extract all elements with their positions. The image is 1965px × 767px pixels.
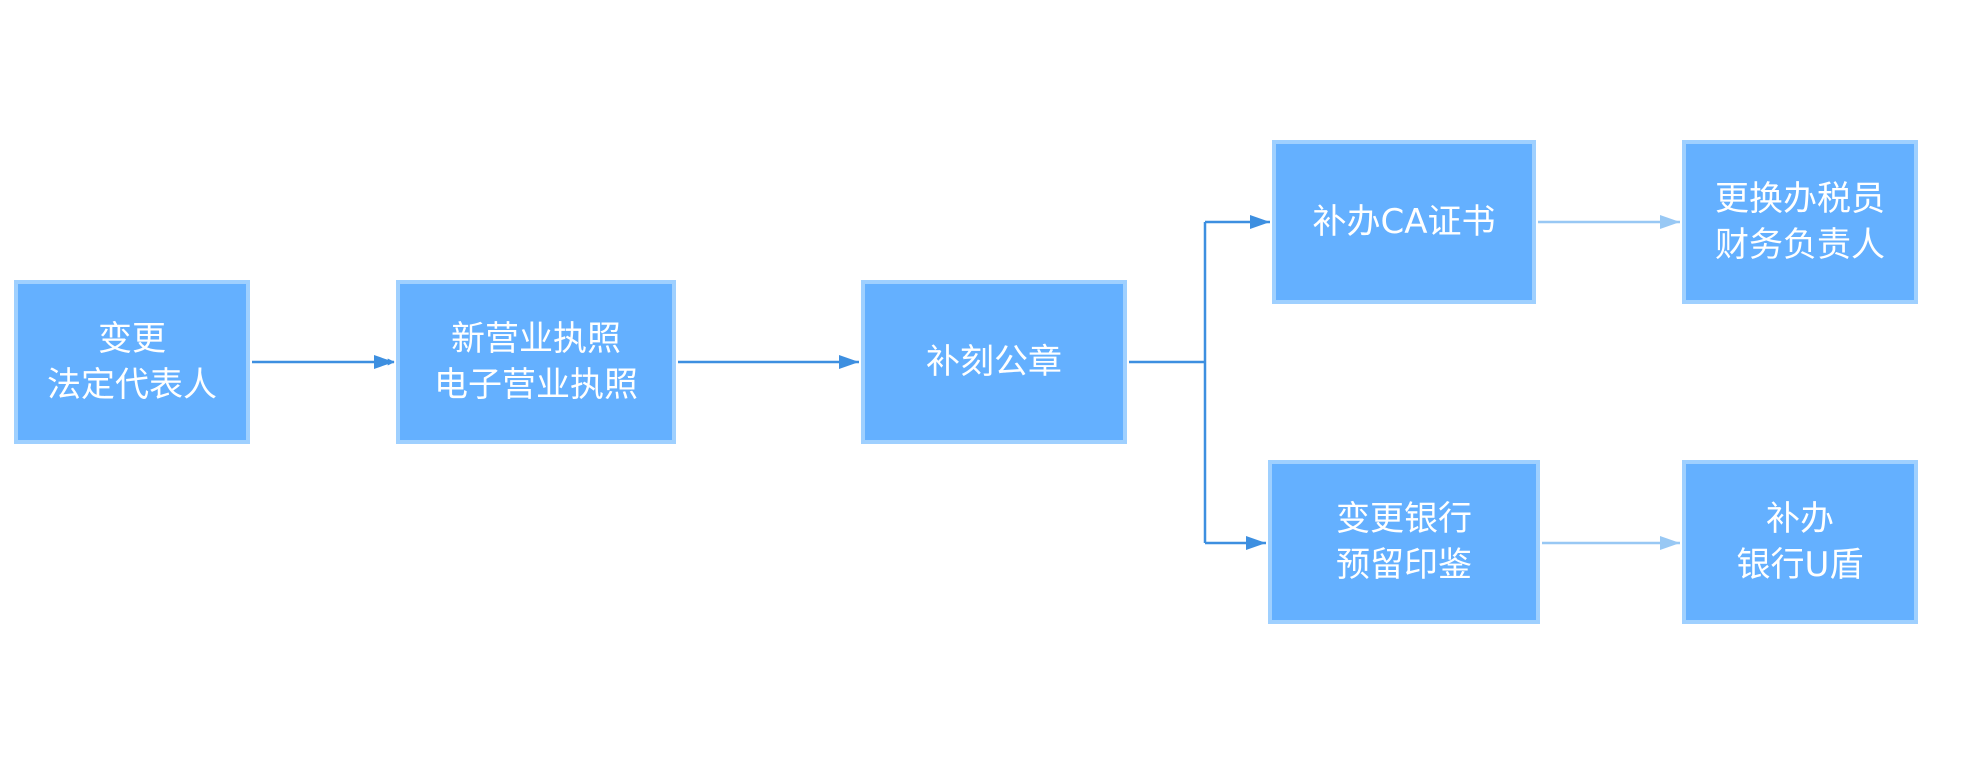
node-label-line: 财务负责人 bbox=[1715, 225, 1885, 265]
node-recarve-official-seal: 补刻公章 bbox=[861, 280, 1127, 444]
node-label-line: 变更银行 bbox=[1336, 499, 1472, 539]
node-change-bank-reserved-seal: 变更银行 预留印鉴 bbox=[1268, 460, 1540, 624]
node-new-business-license: 新营业执照 电子营业执照 bbox=[396, 280, 676, 444]
node-label-line: 补办 bbox=[1766, 499, 1834, 539]
node-reissue-bank-ukey: 补办 银行U盾 bbox=[1682, 460, 1918, 624]
arrowhead-to-tax-staff bbox=[1660, 215, 1680, 229]
arrowhead-to-license bbox=[374, 355, 394, 369]
node-label-line: 变更 bbox=[98, 319, 166, 359]
node-label-line: 法定代表人 bbox=[47, 365, 217, 405]
node-label-line: 补刻公章 bbox=[926, 342, 1062, 382]
arrowhead-to-seal bbox=[839, 355, 859, 369]
node-label-line: 预留印鉴 bbox=[1336, 545, 1472, 585]
node-label-line: 电子营业执照 bbox=[434, 365, 638, 405]
node-label-line: 补办CA证书 bbox=[1312, 202, 1496, 242]
node-label-line: 新营业执照 bbox=[451, 319, 621, 359]
arrowhead-to-bank-seal bbox=[1246, 536, 1266, 550]
node-change-legal-representative: 变更 法定代表人 bbox=[14, 280, 250, 444]
node-label-line: 更换办税员 bbox=[1715, 179, 1885, 219]
arrowhead-to-ca bbox=[1250, 215, 1270, 229]
node-reissue-ca-certificate: 补办CA证书 bbox=[1272, 140, 1536, 304]
node-change-tax-staff-finance-lead: 更换办税员 财务负责人 bbox=[1682, 140, 1918, 304]
node-label-line: 银行U盾 bbox=[1736, 545, 1864, 585]
arrowhead-to-ukey bbox=[1660, 536, 1680, 550]
